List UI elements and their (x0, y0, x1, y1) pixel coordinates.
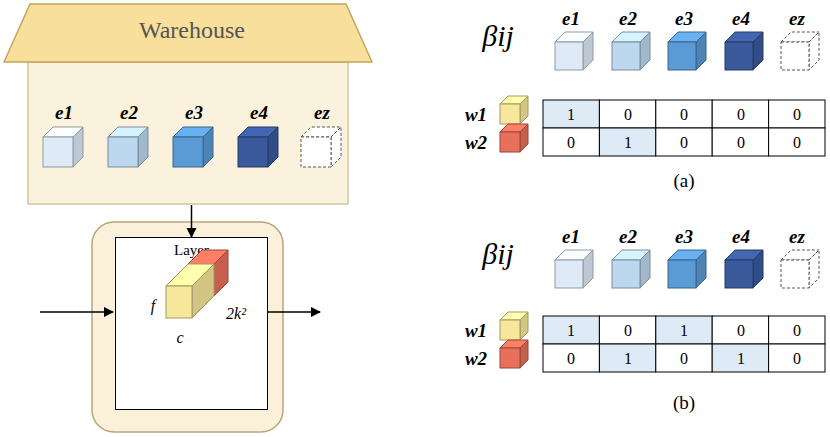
table-cell-box (543, 316, 599, 344)
layer-housing (92, 222, 283, 432)
vector-label: e4 (250, 103, 268, 122)
table-cell: 1 (680, 323, 688, 339)
vector-label: ez (789, 9, 805, 28)
embedding-cube (555, 250, 593, 288)
table-cell-box (656, 316, 712, 344)
embedding-cube (668, 32, 706, 70)
embedding-cube (500, 96, 528, 124)
embedding-cube (612, 250, 650, 288)
vector-label: e4 (732, 227, 750, 246)
vector-label: w1 (465, 321, 487, 340)
table-cell-box (712, 316, 768, 344)
table-cell: 0 (624, 323, 632, 339)
table-cell-box (656, 100, 712, 128)
vector-label: e4 (732, 9, 750, 28)
flow-arrow (191, 205, 193, 237)
embedding-cube (668, 250, 706, 288)
vector-label: w2 (465, 349, 487, 368)
vector-label: e3 (185, 103, 203, 122)
table-cell-box (769, 344, 825, 372)
input-arrow (40, 311, 113, 313)
table-cell: 1 (567, 323, 575, 339)
table-cell-box (543, 344, 599, 372)
embedding-cube (781, 32, 819, 70)
table-cell-box (769, 128, 825, 156)
layer-box: Layer (115, 237, 268, 410)
vector-label: e2 (619, 9, 637, 28)
table-cell-box (769, 100, 825, 128)
embedding-cube (500, 312, 528, 340)
table-cell: 0 (680, 107, 688, 123)
table-cell: 1 (624, 135, 632, 151)
output-arrow (262, 311, 320, 313)
vector-label: w1 (465, 105, 487, 124)
matrix-symbol: βij (482, 21, 514, 51)
table-cell: 1 (567, 107, 575, 123)
vector-label: e3 (675, 227, 693, 246)
embedding-cube (725, 32, 763, 70)
vector-label: e2 (120, 103, 138, 122)
dimension-label: f (151, 298, 155, 314)
vector-label: e1 (562, 227, 580, 246)
table-cell: 0 (567, 351, 575, 367)
table-cell: 1 (737, 351, 745, 367)
table-grids (543, 100, 825, 372)
table-cell-box (712, 100, 768, 128)
table-cell: 1 (624, 351, 632, 367)
embedding-cube (725, 250, 763, 288)
table-cell-box (712, 344, 768, 372)
dimension-label: 2k² (226, 306, 246, 322)
table-cell-box (543, 128, 599, 156)
table-cell: 0 (680, 351, 688, 367)
table-cell-box (656, 344, 712, 372)
vector-label: e1 (562, 9, 580, 28)
table-cell: 0 (793, 135, 801, 151)
node-title: Warehouse (3, 3, 381, 44)
vector-label: e1 (55, 103, 73, 122)
warehouse-body (28, 62, 348, 204)
table-cell-box (543, 100, 599, 128)
embedding-cube (781, 250, 819, 288)
vector-label: ez (789, 227, 805, 246)
embedding-cube (500, 124, 528, 152)
table-cell: 0 (567, 135, 575, 151)
table-cell: 0 (737, 323, 745, 339)
vector-label: e3 (675, 9, 693, 28)
dimension-label: c (176, 330, 183, 346)
vector-label: ez (314, 103, 330, 122)
table-cell: 0 (680, 135, 688, 151)
subfigure-label: (b) (673, 393, 695, 412)
table-cell: 0 (793, 351, 801, 367)
node-title: Layer (116, 238, 267, 259)
table-cell-box (599, 128, 655, 156)
table-cell-box (656, 128, 712, 156)
table-cell-box (599, 316, 655, 344)
table-cell: 0 (624, 107, 632, 123)
table-cell-box (712, 128, 768, 156)
vector-label: e2 (619, 227, 637, 246)
matrix-symbol: βij (482, 239, 514, 269)
embedding-cube (612, 32, 650, 70)
embedding-cube (555, 32, 593, 70)
table-cell: 0 (793, 323, 801, 339)
table-cell-box (599, 100, 655, 128)
embedding-cube (500, 340, 528, 368)
table-cell-box (599, 344, 655, 372)
subfigure-label: (a) (673, 171, 694, 190)
vector-label: w2 (465, 133, 487, 152)
table-cell: 0 (737, 135, 745, 151)
table-cell: 0 (737, 107, 745, 123)
table-cell: 0 (793, 107, 801, 123)
table-cell-box (769, 316, 825, 344)
